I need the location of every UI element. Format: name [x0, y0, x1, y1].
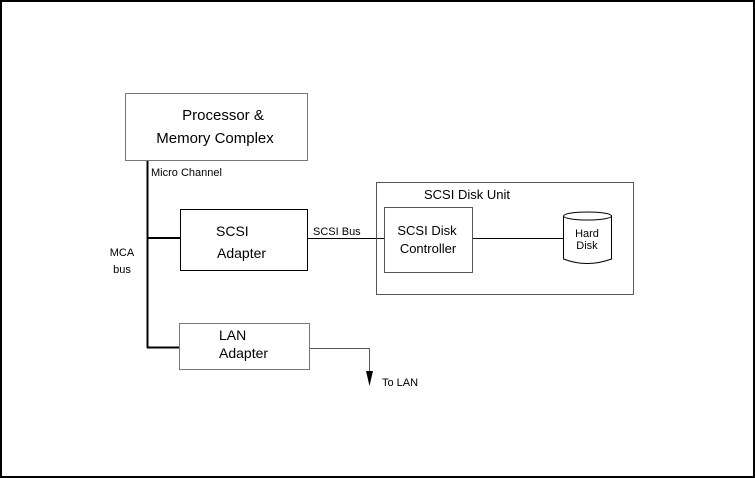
scsi-disk-unit-title: SCSI Disk Unit [424, 187, 510, 202]
hard-disk-icon [563, 211, 612, 264]
arrow-down-icon [366, 371, 373, 386]
scsi-adapter-box [180, 209, 308, 271]
lan-adapter-label-line2: Adapter [219, 345, 268, 361]
scsi-disk-controller-label-line1: SCSI Disk [397, 223, 457, 238]
scsi-disk-controller-box [384, 207, 473, 273]
scsi-adapter-label-line1: SCSI [216, 223, 249, 239]
hard-disk-label-line2: Disk [576, 240, 598, 252]
scsi-adapter-node: SCSI Adapter [180, 209, 308, 271]
processor-memory-node: Processor & Memory Complex [125, 93, 308, 161]
processor-box [125, 93, 308, 161]
processor-label-line2: Memory Complex [156, 130, 274, 147]
lan-adapter-node: LAN Adapter [179, 323, 310, 370]
mca-bus-label-line2: bus [113, 264, 131, 276]
micro-channel-label: Micro Channel [151, 167, 222, 179]
lan-adapter-label-line1: LAN [219, 327, 246, 343]
lan-connection-line [310, 348, 370, 372]
scsi-disk-unit-box [376, 182, 634, 295]
scsi-adapter-label-line2: Adapter [217, 245, 266, 261]
processor-label-line1: Processor & [182, 107, 264, 124]
hard-disk-label-line1: Hard [575, 228, 599, 240]
to-lan-label: To LAN [382, 377, 418, 389]
scsi-disk-unit-group: SCSI Disk Unit SCSI Disk Controller Hard… [376, 182, 634, 295]
lan-adapter-box [179, 323, 310, 370]
scsi-bus-label: SCSI Bus [313, 226, 361, 238]
mca-bus-label-line1: MCA [110, 247, 135, 259]
scsi-disk-controller-label-line2: Controller [400, 241, 457, 256]
